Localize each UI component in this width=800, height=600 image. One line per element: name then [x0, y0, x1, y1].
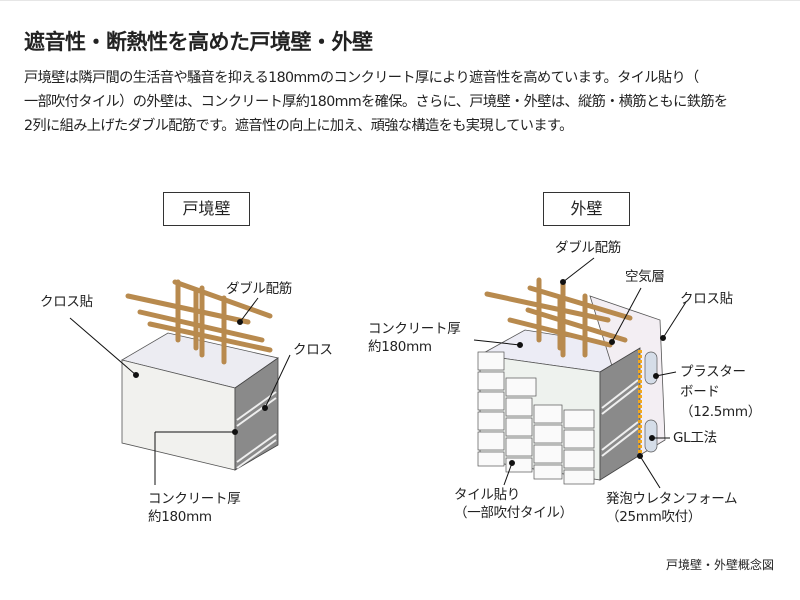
exterior-wall-illustration [473, 257, 687, 489]
label-line: （12.5mm） [680, 404, 761, 420]
description: 戸境壁は隣戸間の生活音や騒音を抑える180mmのコンクリート厚により遮音性を高め… [24, 66, 784, 138]
label-line: 発泡ウレタンフォーム [606, 491, 738, 507]
rebar [125, 279, 273, 365]
exterior-wall-heading: 外壁 [543, 192, 630, 226]
label-cloth: クロス貼 [680, 291, 733, 307]
label-line: （25mm吹付） [606, 509, 702, 525]
label-line: （一部吹付タイル） [454, 505, 573, 521]
label-air-layer: 空気層 [625, 269, 665, 285]
description-line: 戸境壁は隣戸間の生活音や騒音を抑える180mmのコンクリート厚により遮音性を高め… [24, 70, 699, 86]
label-line: プラスター [680, 364, 746, 380]
label-double-rebar: ダブル配筋 [226, 281, 292, 297]
label-urethane-foam: 発泡ウレタンフォーム （25mm吹付） [606, 490, 738, 526]
page-title: 遮音性・断熱性を高めた戸境壁・外壁 [24, 30, 373, 54]
label-plasterboard: プラスター ボード （12.5mm） [680, 362, 761, 422]
partition-wall-heading: 戸境壁 [163, 192, 250, 226]
label-concrete: コンクリート厚 約180mm [148, 490, 241, 526]
tiles [477, 351, 595, 485]
label-double-rebar: ダブル配筋 [555, 240, 621, 256]
label-line: コンクリート厚 [148, 491, 241, 507]
label-line: ボード [680, 384, 720, 400]
label-line: 約180mm [148, 509, 212, 525]
label-cloth: クロス貼 [40, 294, 93, 310]
label-line: タイル貼り [454, 487, 520, 503]
label-line: コンクリート厚 [368, 321, 461, 337]
figure-caption: 戸境壁・外壁概念図 [665, 558, 774, 572]
description-line: 2列に組み上げたダブル配筋です。遮音性の向上に加え、頑強な構造をも実現しています… [24, 118, 573, 134]
label-tile: タイル貼り （一部吹付タイル） [454, 486, 573, 522]
partition-wall-illustration [69, 279, 291, 485]
label-line: 約180mm [368, 339, 432, 355]
label-gl-method: GL工法 [673, 430, 717, 446]
label-concrete: コンクリート厚 約180mm [368, 320, 461, 356]
rebar [484, 277, 633, 358]
label-cross: クロス [293, 342, 333, 358]
description-line: 一部吹付タイル）の外壁は、コンクリート厚約180mmを確保。さらに、戸境壁・外壁… [24, 94, 728, 110]
